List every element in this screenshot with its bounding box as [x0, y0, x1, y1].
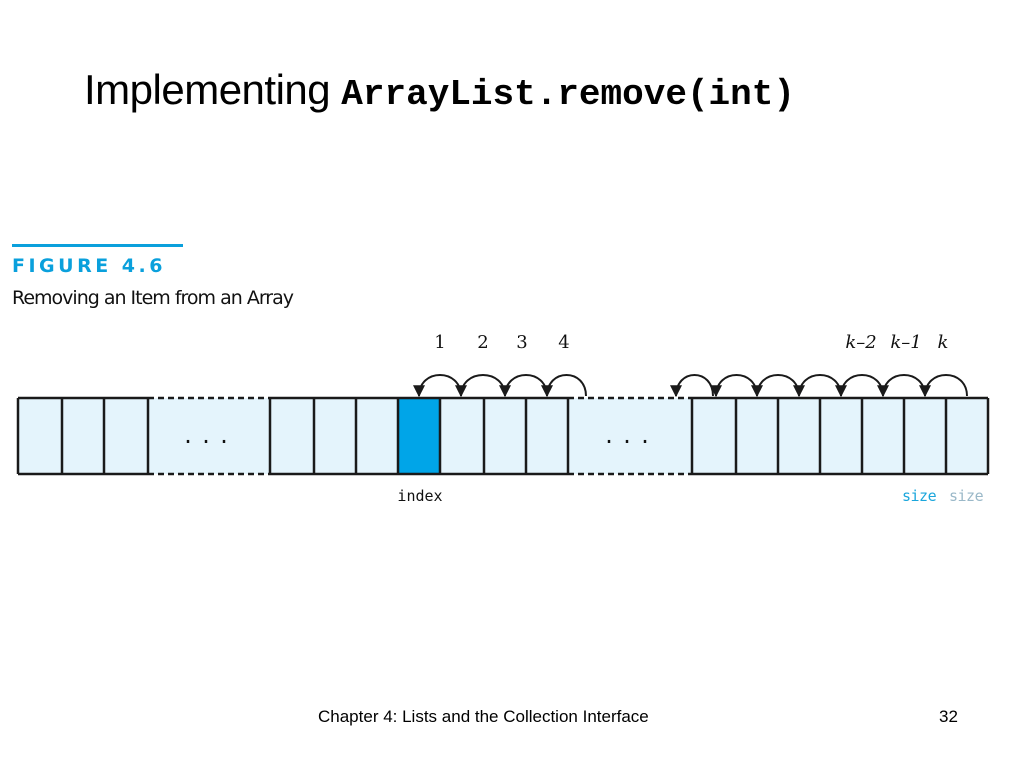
shift-step-label: 2 [477, 332, 488, 353]
shift-step-label: k–1 [890, 332, 921, 353]
shift-arrow [710, 374, 758, 398]
array-cell [692, 398, 736, 474]
title-prefix: Implementing [84, 66, 331, 113]
size-label-echo: size [949, 487, 984, 505]
array-cell [736, 398, 778, 474]
array-cell [484, 398, 526, 474]
index-label: index [397, 487, 442, 505]
array-cell [526, 398, 568, 474]
title-code: ArrayList.remove(int) [341, 74, 795, 115]
array-cell [356, 398, 398, 474]
shift-arrow [455, 374, 506, 398]
array-cell [946, 398, 988, 474]
array-gap-segment [148, 398, 270, 474]
shift-arrow [793, 374, 842, 398]
removed-cell [398, 398, 440, 474]
page-number: 32 [939, 707, 958, 726]
array-cell [440, 398, 484, 474]
array-cell [270, 398, 314, 474]
array-cell [778, 398, 820, 474]
slide-title: Implementing ArrayList.remove(int) [84, 66, 795, 115]
array-cell [18, 398, 62, 474]
shift-arrow [877, 374, 926, 398]
size-label: size [902, 487, 937, 505]
shift-step-label: k–2 [845, 332, 876, 353]
shift-arrow [835, 374, 884, 398]
shift-arrow [670, 374, 714, 398]
shift-arrow [413, 374, 462, 398]
ellipsis-label: ... [182, 424, 236, 448]
array-cell [904, 398, 946, 474]
shift-step-label: 4 [558, 332, 569, 353]
figure-number: FIGURE 4.6 [12, 255, 166, 277]
shift-arrow [919, 374, 968, 398]
array-cell [820, 398, 862, 474]
figure-caption: Removing an Item from an Array [12, 287, 294, 309]
array-cell [104, 398, 148, 474]
shift-step-label: k [938, 332, 949, 353]
shift-step-label: 1 [434, 332, 445, 353]
shift-step-label: 3 [516, 332, 527, 353]
array-cell [314, 398, 356, 474]
shift-arrow [541, 374, 587, 398]
figure-rule [12, 244, 183, 247]
shift-arrow [751, 374, 800, 398]
array-cell [862, 398, 904, 474]
array-gap-segment [568, 398, 692, 474]
ellipsis-label: ... [603, 424, 657, 448]
array-cell [62, 398, 104, 474]
footer-text: Chapter 4: Lists and the Collection Inte… [318, 707, 649, 726]
shift-arrow [499, 374, 548, 398]
